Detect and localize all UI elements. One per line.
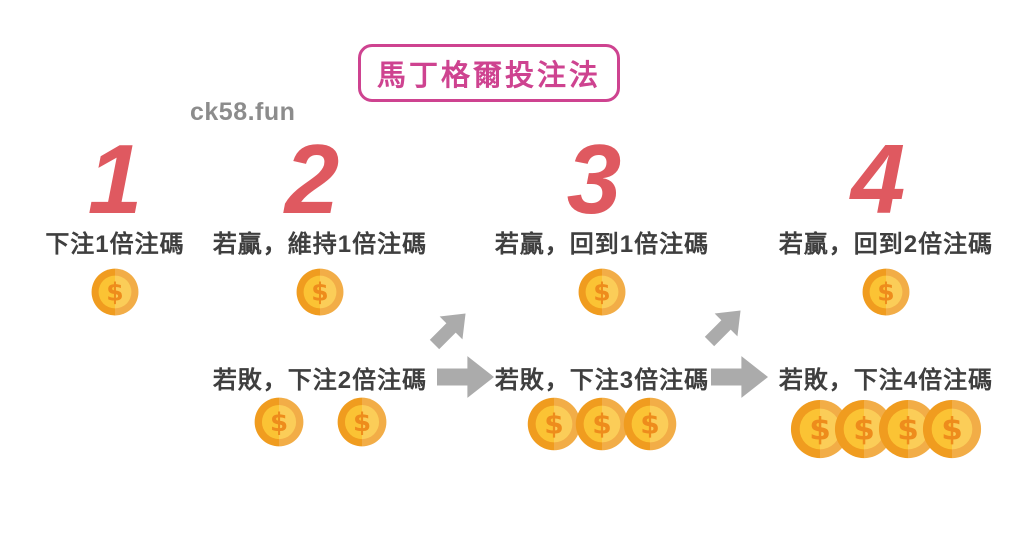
svg-text:$: $ [352, 408, 370, 438]
arrow-up-right-icon [694, 295, 756, 357]
dollar-coin-icon: $ [527, 397, 581, 451]
dollar-coin-icon: $ [878, 399, 938, 459]
step-2-win-label: 若贏，維持1倍注碼 [212, 231, 428, 258]
arrow-up-right-icon [419, 298, 481, 360]
step-1-win-coins: $ [15, 267, 215, 317]
dollar-coin-icon: $ [575, 397, 629, 451]
step-2-number: 2 [284, 124, 340, 234]
dollar-coin-icon: $ [337, 397, 386, 447]
step-1-column: 1 下注1倍注碼 $ [15, 0, 215, 556]
step-4-lose-label: 若敗，下注4倍注碼 [778, 367, 994, 394]
step-3-number: 3 [566, 124, 622, 234]
dollar-coin-icon: $ [578, 268, 626, 316]
step-4-win-label: 若贏，回到2倍注碼 [778, 231, 994, 258]
step-3-lose-coins: $ $ $ [482, 396, 722, 452]
svg-text:$: $ [106, 278, 123, 307]
dollar-coin-icon: $ [790, 399, 850, 459]
svg-text:$: $ [941, 412, 963, 448]
step-1-win-label: 下注1倍注碼 [45, 231, 185, 258]
title-box: 馬丁格爾投注法 [358, 44, 620, 102]
svg-text:$: $ [311, 278, 328, 307]
step-4-column: 4 若贏，回到2倍注碼 $ 若敗，下注4倍注碼 $ $ $ $ [764, 0, 1008, 556]
svg-text:$: $ [853, 412, 875, 448]
step-3-lose-label: 若敗，下注3倍注碼 [494, 367, 710, 394]
dollar-coin-icon: $ [862, 268, 910, 316]
dollar-coin-icon: $ [254, 397, 303, 447]
step-1-number: 1 [87, 124, 143, 234]
svg-text:$: $ [809, 412, 831, 448]
svg-text:$: $ [593, 278, 610, 307]
svg-text:$: $ [877, 278, 894, 307]
dollar-coin-icon: $ [623, 397, 677, 451]
step-3-column: 3 若贏，回到1倍注碼 $ 若敗，下注3倍注碼 $ $ $ [482, 0, 722, 556]
svg-text:$: $ [640, 408, 659, 441]
step-2-win-coins: $ [200, 267, 440, 317]
step-3-win-coins: $ [482, 267, 722, 317]
step-3-win-label: 若贏，回到1倍注碼 [494, 231, 710, 258]
dollar-coin-icon: $ [296, 268, 344, 316]
svg-text:$: $ [592, 408, 611, 441]
step-2-lose-label: 若敗，下注2倍注碼 [212, 367, 428, 394]
step-4-number: 4 [850, 124, 906, 234]
svg-text:$: $ [897, 412, 919, 448]
step-4-lose-coins: $ $ $ $ [764, 398, 1008, 460]
dollar-coin-icon: $ [91, 268, 139, 316]
arrow-right-icon [437, 356, 494, 398]
step-2-lose-coins: $ $ [200, 396, 440, 448]
arrow-right-icon [711, 356, 768, 398]
dollar-coin-icon: $ [922, 399, 982, 459]
step-4-win-coins: $ [764, 267, 1008, 317]
page-title: 馬丁格爾投注法 [376, 60, 601, 92]
watermark: ck58.fun [190, 98, 296, 126]
step-2-column: 2 若贏，維持1倍注碼 $ 若敗，下注2倍注碼 $ $ [200, 0, 440, 556]
svg-text:$: $ [269, 408, 287, 438]
svg-text:$: $ [544, 408, 563, 441]
